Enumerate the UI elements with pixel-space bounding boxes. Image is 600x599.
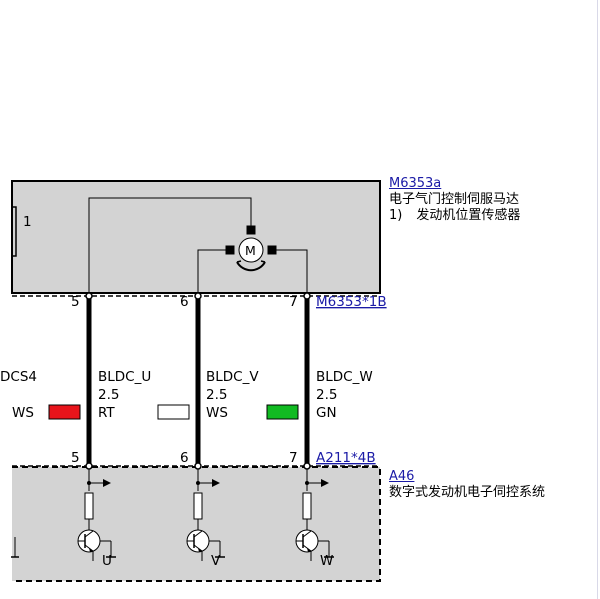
ecu-description: A46 数字式发动机电子伺控系统: [389, 469, 545, 501]
pin-dot-top-v: [194, 292, 202, 300]
pin-bottom-v: 6: [180, 450, 189, 466]
motor-description: M6353a 电子气门控制伺服马达 1) 发动机位置传感器: [389, 176, 520, 224]
motor-note: 1) 发动机位置传感器: [389, 208, 520, 224]
wire-v-color-code: WS: [206, 405, 228, 421]
pin-bottom-w: 7: [289, 450, 298, 466]
pin-dot-top-u: [85, 292, 93, 300]
ecu-component-fill: [12, 467, 380, 581]
wire-w-signal: BLDC_W: [316, 369, 373, 385]
wire-w-gauge: 2.5: [316, 387, 337, 403]
wire-v-signal: BLDC_V: [206, 369, 259, 385]
wire-u-signal: BLDC_U: [98, 369, 151, 385]
page-edge: [597, 0, 598, 599]
wire-u-swatch: [157, 404, 190, 420]
partial-wire-signal: DCS4: [0, 369, 37, 385]
motor-note-text: 发动机位置传感器: [416, 208, 521, 223]
partial-wire-color-code: WS: [12, 405, 34, 421]
pin-top-v: 6: [180, 294, 189, 310]
pin-bottom-u: 5: [71, 450, 80, 466]
ecu-connector-link[interactable]: A211*4B: [316, 450, 376, 466]
pin-top-u: 5: [71, 294, 80, 310]
motor-symbol-label: M: [245, 243, 256, 258]
ecu-component-name: 数字式发动机电子伺控系统: [389, 485, 546, 500]
pin-dot-bottom-v: [194, 462, 202, 470]
transistor-label-u: U: [102, 553, 112, 569]
motor-component-name: 电子气门控制伺服马达: [389, 192, 520, 207]
wire-v-gauge: 2.5: [206, 387, 227, 403]
wire-u-gauge: 2.5: [98, 387, 119, 403]
partial-wire-swatch: [48, 404, 81, 420]
motor-component-link[interactable]: M6353a: [389, 176, 442, 191]
transistor-label-v: V: [211, 553, 221, 569]
sensor-subbox: [12, 206, 17, 257]
wire-w-color-code: GN: [316, 405, 337, 421]
ecu-component-link[interactable]: A46: [389, 469, 415, 484]
pin-dot-top-w: [303, 292, 311, 300]
transistor-label-w: W: [320, 553, 333, 569]
sensor-subbox-label: 1: [23, 214, 32, 230]
pin-dot-bottom-w: [303, 462, 311, 470]
motor-circuit: [88, 197, 308, 293]
pin-dot-bottom-u: [85, 462, 93, 470]
pin-top-w: 7: [289, 294, 298, 310]
motor-connector-link[interactable]: M6353*1B: [316, 294, 387, 310]
wire-u-color-code: RT: [98, 405, 115, 421]
motor-note-number: 1): [389, 208, 403, 223]
wire-v-swatch: [266, 404, 299, 420]
